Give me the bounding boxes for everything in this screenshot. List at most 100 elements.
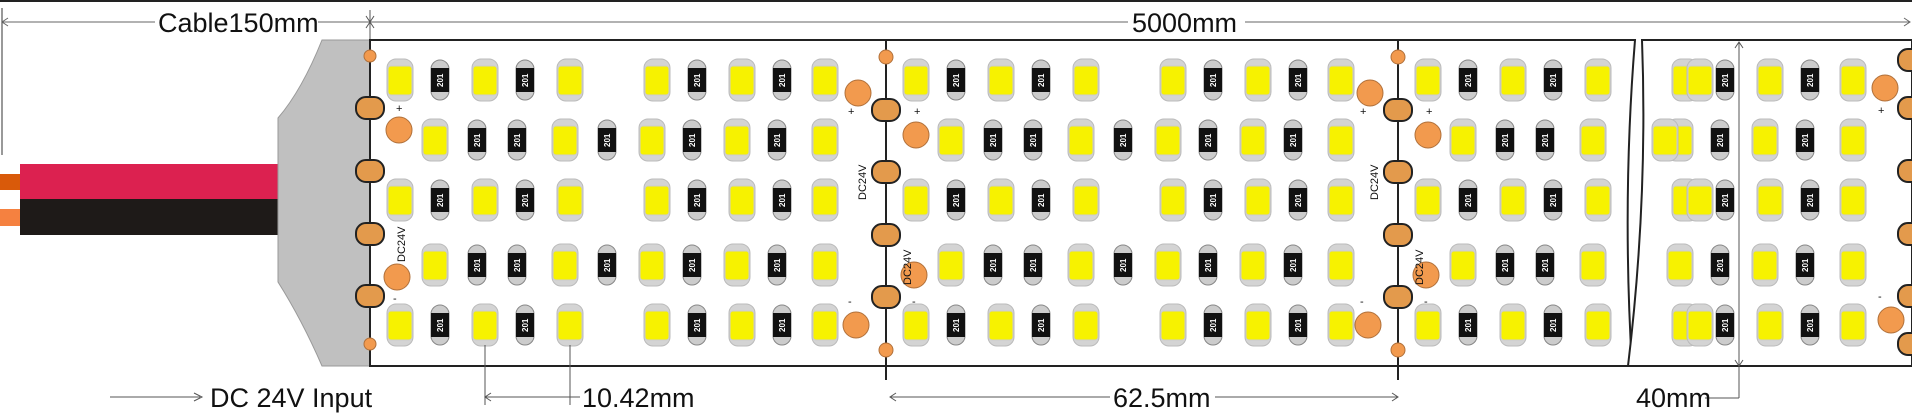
led-chip [551, 243, 579, 287]
solder-point [1390, 49, 1406, 65]
resistor-code: 201 [513, 133, 522, 147]
resistor: 201 [1800, 304, 1820, 346]
led-chip [1499, 303, 1527, 347]
resistor: 201 [983, 119, 1003, 161]
cut-pad [1897, 284, 1912, 308]
led-chip [902, 58, 930, 102]
resistor: 201 [1495, 244, 1515, 286]
led-chip [1067, 243, 1095, 287]
strip-width-dimension: 40mm [1636, 41, 1744, 413]
resistor: 201 [1458, 179, 1478, 221]
plus-sign: + [914, 106, 920, 118]
resistor-code: 201 [1119, 133, 1128, 147]
resistor-code: 201 [773, 258, 782, 272]
resistor: 201 [1535, 119, 1555, 161]
led-chip [1159, 303, 1187, 347]
resistor: 201 [430, 59, 450, 101]
resistor-code: 201 [1209, 318, 1218, 332]
led-chip [723, 243, 751, 287]
resistor-code: 201 [1029, 258, 1038, 272]
cut-pad [871, 160, 901, 184]
resistor: 201 [946, 59, 966, 101]
led-chip [1666, 243, 1694, 287]
led-chip [643, 178, 671, 222]
resistor-code: 201 [1289, 133, 1298, 147]
black-wire-tip [0, 209, 20, 226]
led-pitch-dimension: 10.42mm [484, 345, 695, 413]
led-chip [421, 243, 449, 287]
led-chip [386, 303, 414, 347]
cut-pad [1383, 98, 1413, 122]
led-chip [811, 118, 839, 162]
resistor-code: 201 [688, 258, 697, 272]
resistor: 201 [1795, 119, 1815, 161]
resistor: 201 [1203, 59, 1223, 101]
resistor-code: 201 [778, 318, 787, 332]
led-chip [1244, 58, 1272, 102]
resistor: 201 [1535, 244, 1555, 286]
led-chip [811, 178, 839, 222]
resistor: 201 [1710, 119, 1730, 161]
led-chip [1154, 118, 1182, 162]
cut-pad [1897, 332, 1912, 356]
resistor-code: 201 [1549, 193, 1558, 207]
cut-pad [355, 159, 385, 183]
resistor-code: 201 [436, 193, 445, 207]
led-chip [987, 303, 1015, 347]
resistor-code: 201 [1464, 193, 1473, 207]
resistor: 201 [1203, 179, 1223, 221]
resistor-code: 201 [1029, 133, 1038, 147]
cut-pad [1897, 222, 1912, 246]
resistor: 201 [687, 59, 707, 101]
led-chip [471, 303, 499, 347]
led-chip [1244, 178, 1272, 222]
resistor: 201 [1288, 179, 1308, 221]
red-wire [20, 164, 280, 199]
resistor-code: 201 [1549, 318, 1558, 332]
led-chip [1839, 118, 1867, 162]
resistor: 201 [597, 244, 617, 286]
led-chip [728, 178, 756, 222]
led-chip [421, 118, 449, 162]
resistor: 201 [430, 179, 450, 221]
led-chip [1327, 118, 1355, 162]
resistor-code: 201 [473, 133, 482, 147]
led-chip [1159, 58, 1187, 102]
led-chip [1839, 243, 1867, 287]
resistor: 201 [1198, 244, 1218, 286]
led-chip [987, 58, 1015, 102]
resistor-code: 201 [1806, 73, 1815, 87]
led-chip [556, 178, 584, 222]
cut-pad [1897, 48, 1912, 72]
led-chip [1839, 178, 1867, 222]
solder-point [878, 342, 894, 358]
led-chip [811, 243, 839, 287]
led-chip [937, 243, 965, 287]
resistor-code: 201 [778, 193, 787, 207]
plus-sign: + [1878, 105, 1884, 117]
led-chip [471, 58, 499, 102]
led-chip [386, 58, 414, 102]
resistor-code: 201 [1716, 133, 1725, 147]
resistor: 201 [767, 119, 787, 161]
resistor-code: 201 [1209, 193, 1218, 207]
led-chip [556, 303, 584, 347]
resistor: 201 [1458, 59, 1478, 101]
resistor-code: 201 [1119, 258, 1128, 272]
resistor: 201 [1198, 119, 1218, 161]
resistor-code: 201 [1501, 133, 1510, 147]
resistor-code: 201 [688, 133, 697, 147]
resistor: 201 [772, 179, 792, 221]
solder-point [1877, 306, 1905, 334]
resistor: 201 [1031, 179, 1051, 221]
resistor: 201 [682, 244, 702, 286]
voltage-marking: DC24V [1369, 164, 1381, 200]
led-chip [1414, 58, 1442, 102]
resistor: 201 [1800, 59, 1820, 101]
cut-pad [355, 96, 385, 120]
led-chip [1414, 178, 1442, 222]
led-chip [1579, 243, 1607, 287]
led-chip [811, 303, 839, 347]
resistor-code: 201 [1464, 318, 1473, 332]
